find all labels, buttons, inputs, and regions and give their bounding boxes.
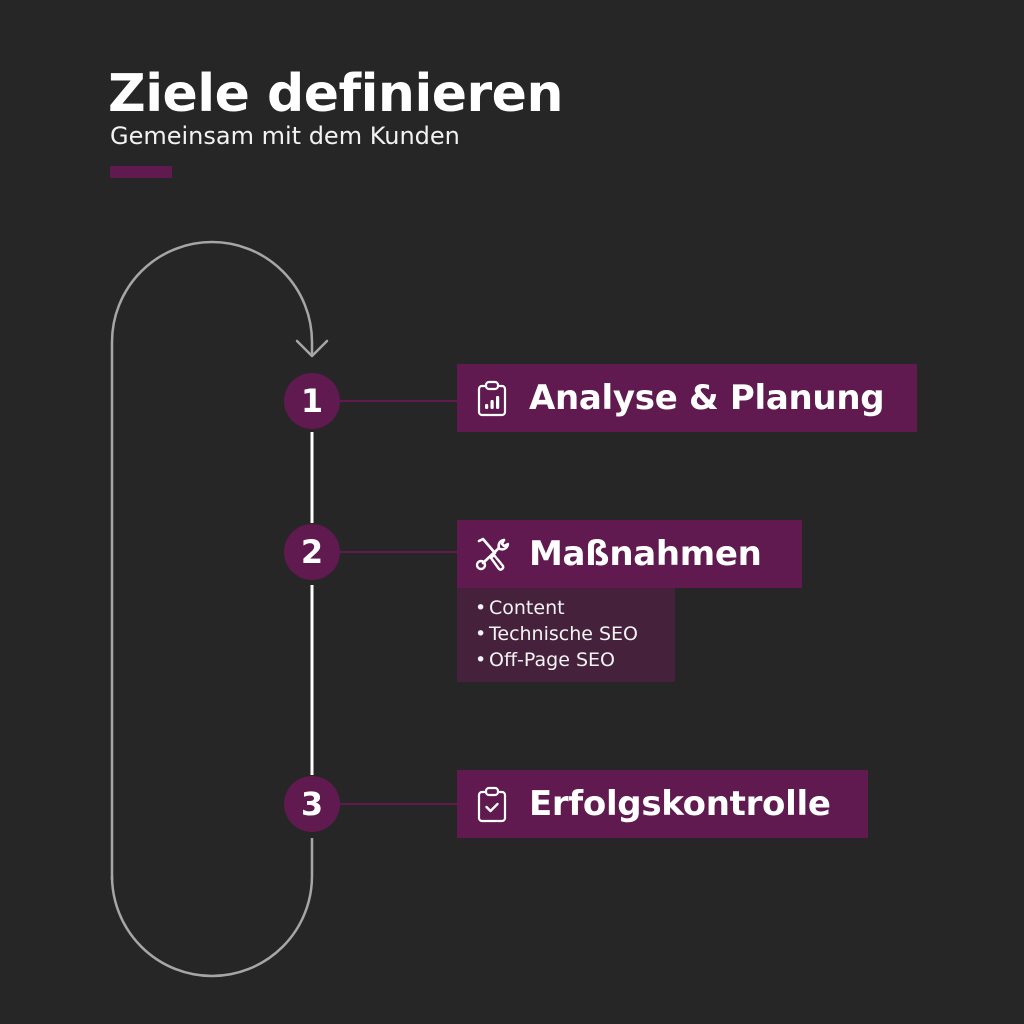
bullet: •	[475, 597, 487, 619]
step-2-number-badge: 2	[284, 524, 340, 580]
step-1-number-badge: 1	[284, 373, 340, 429]
step-1-label: Analyse & Planung	[529, 378, 885, 418]
list-item-text: Off-Page SEO	[489, 649, 615, 671]
step-3-card: Erfolgskontrolle	[457, 770, 868, 838]
list-item-text: Content	[489, 597, 565, 619]
list-item: •Technische SEO	[475, 621, 675, 647]
bullet: •	[475, 649, 487, 671]
step-3-number-badge: 3	[284, 776, 340, 832]
step-1-card: Analyse & Planung	[457, 364, 917, 432]
list-item: •Off-Page SEO	[475, 647, 675, 673]
clipboard-check-icon	[473, 785, 511, 823]
step-2-card: Maßnahmen	[457, 520, 802, 588]
bullet: •	[475, 623, 487, 645]
clipboard-chart-icon	[473, 379, 511, 417]
list-item: •Content	[475, 595, 675, 621]
step-2-sub-list: •Content •Technische SEO •Off-Page SEO	[475, 595, 675, 673]
accent-bar	[110, 166, 172, 178]
step-3-connector	[340, 803, 457, 805]
step-1-connector	[340, 400, 457, 402]
step-2-label: Maßnahmen	[529, 534, 762, 574]
page-subtitle: Gemeinsam mit dem Kunden	[110, 122, 460, 150]
step-3-label: Erfolgskontrolle	[529, 784, 831, 824]
page-title: Ziele definieren	[108, 64, 563, 124]
loop-top-arc	[110, 240, 314, 880]
step-2-details: •Content •Technische SEO •Off-Page SEO	[457, 588, 675, 682]
loop-arrowhead-icon	[295, 339, 329, 358]
list-item-text: Technische SEO	[489, 623, 639, 645]
tools-icon	[473, 535, 511, 573]
step-2-connector	[340, 551, 457, 553]
loop-bottom-arc	[110, 838, 314, 978]
